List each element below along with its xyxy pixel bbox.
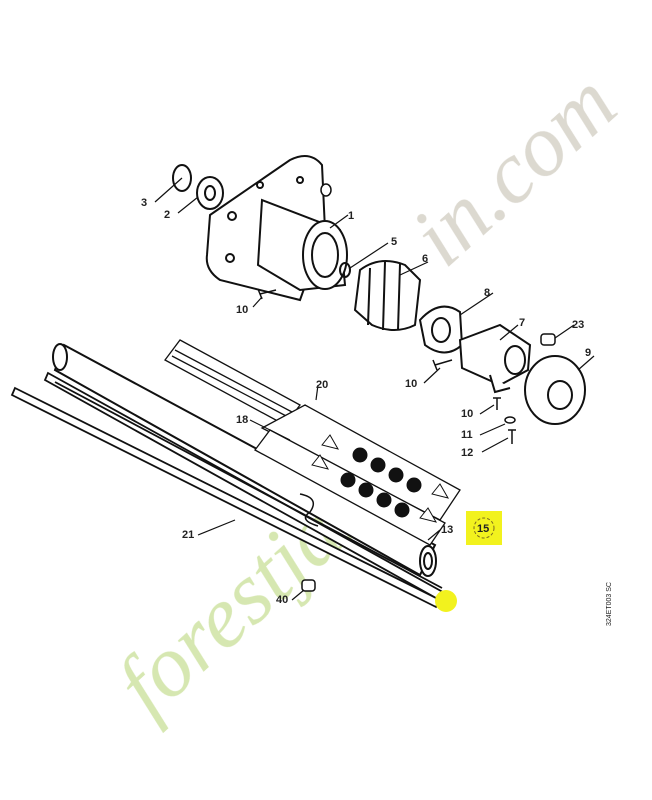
highlight-ring <box>473 517 495 539</box>
gasket <box>418 305 464 354</box>
part-labels: 1 2 3 5 6 7 8 9 10 10 10 11 12 13 15 18 … <box>141 197 591 606</box>
reference-code: 324ET003 SC <box>606 582 613 626</box>
part-label-7: 7 <box>519 317 525 329</box>
part-label-10b: 10 <box>405 378 417 390</box>
part-label-9: 9 <box>585 347 591 359</box>
part-label-13: 13 <box>441 524 453 536</box>
clamp <box>458 323 532 394</box>
screw <box>493 397 501 410</box>
part-label-15: 15 <box>477 523 489 535</box>
part-label-1: 1 <box>348 210 354 222</box>
decal-symbols <box>311 434 450 523</box>
screw <box>508 429 516 444</box>
part-label-8: 8 <box>484 287 490 299</box>
part-label-3: 3 <box>141 197 147 209</box>
drive-shaft <box>10 371 452 609</box>
part-label-6: 6 <box>422 253 428 265</box>
shroud <box>524 355 586 425</box>
highlight-box <box>466 511 502 545</box>
screw <box>432 359 453 371</box>
leader-lines <box>154 177 595 601</box>
housing-plug <box>320 183 332 197</box>
retaining-ring <box>172 164 192 192</box>
ball-bearing <box>196 176 224 210</box>
gear-housing <box>205 155 348 302</box>
washer <box>504 416 516 424</box>
cap <box>540 333 556 346</box>
part-label-10a: 10 <box>236 304 248 316</box>
part-label-10c: 10 <box>461 408 473 420</box>
part-label-18: 18 <box>236 414 248 426</box>
part-label-21: 21 <box>182 529 194 541</box>
part-label-5: 5 <box>391 236 397 248</box>
part-label-20: 20 <box>316 379 328 391</box>
spring-clip <box>299 493 319 527</box>
highlight-dot <box>435 590 457 612</box>
part-label-2: 2 <box>164 209 170 221</box>
snap-ring <box>339 262 351 278</box>
damper-element <box>353 260 422 331</box>
stop-ring <box>301 579 316 592</box>
part-label-12: 12 <box>461 447 473 459</box>
drive-tube <box>52 343 437 577</box>
part-label-40: 40 <box>276 594 288 606</box>
part-label-23: 23 <box>572 319 584 331</box>
part-label-11: 11 <box>461 429 473 441</box>
watermark-text-gray: in.com <box>393 54 634 285</box>
